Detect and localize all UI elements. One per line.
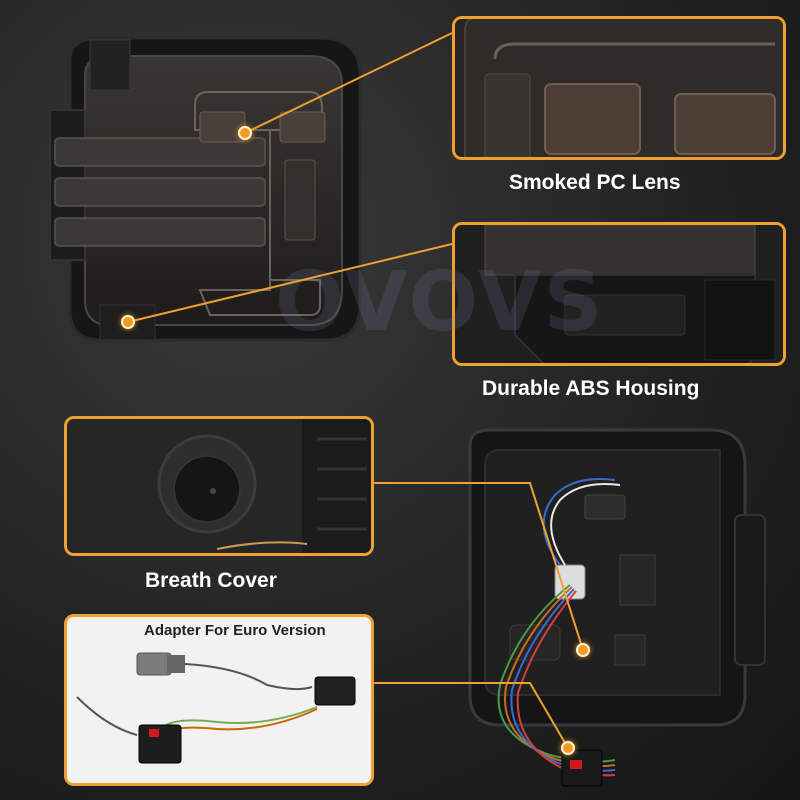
housing-callout-dot xyxy=(121,315,135,329)
breath-callout-dot xyxy=(576,643,590,657)
housing-leader-line xyxy=(127,243,453,323)
adapter-closeup-box xyxy=(64,614,374,786)
adapter-leader-line xyxy=(374,682,569,749)
lens-leader-line xyxy=(244,32,453,134)
adapter-closeup-image xyxy=(67,617,371,783)
breath-cover-closeup-image xyxy=(67,419,371,553)
housing-closeup-image xyxy=(455,225,783,363)
lens-callout-dot xyxy=(238,126,252,140)
lens-closeup-box xyxy=(452,16,786,160)
breath-leader-line xyxy=(374,482,584,651)
tail-light-back-view xyxy=(468,428,766,787)
breath-cover-caption: Breath Cover xyxy=(145,569,277,592)
brand-watermark: OVOVS xyxy=(275,255,605,350)
adapter-callout-dot xyxy=(561,741,575,755)
breath-cover-closeup-box xyxy=(64,416,374,556)
lens-caption: Smoked PC Lens xyxy=(509,171,681,194)
housing-closeup-box xyxy=(452,222,786,366)
lens-closeup-image xyxy=(455,19,783,157)
adapter-label: Adapter For Euro Version xyxy=(144,622,326,639)
housing-caption: Durable ABS Housing xyxy=(482,377,700,400)
